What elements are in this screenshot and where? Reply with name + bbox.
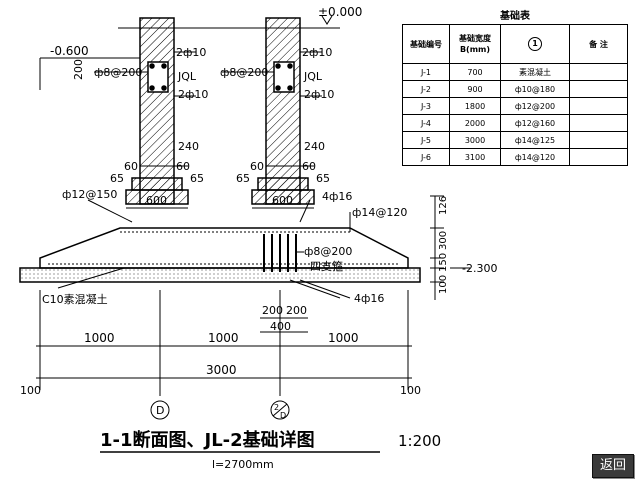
cell-remarks <box>569 80 628 98</box>
back-button[interactable]: 返回 <box>592 454 634 478</box>
drawing-title: 1-1断面图、JL-2基础详图 <box>100 429 315 451</box>
cell-rebar: ф14@125 <box>500 131 570 149</box>
dim-200a-label: 200 <box>262 304 283 317</box>
table-row: J-4 2000 ф12@160 <box>402 114 628 132</box>
table-header-row: 基础编号 基础宽度 B(mm) 1 备 注 <box>402 24 628 64</box>
dim-3000-label: 3000 <box>206 363 237 377</box>
step-60d-label: 60 <box>302 160 316 173</box>
stirrup-right-label: ф8@200 <box>220 66 268 79</box>
header-width: 基础宽度 B(mm) <box>449 24 501 64</box>
level-minus-label: -0.600 <box>50 44 89 58</box>
level-zero-label: ±0.000 <box>318 5 362 19</box>
rebar-top-left-label: 2ф10 <box>176 46 206 59</box>
foundation-body <box>19 227 421 283</box>
step-65b-label: 65 <box>190 172 204 185</box>
beam-label-right: JQL <box>303 70 323 83</box>
cell-remarks <box>569 148 628 166</box>
cell-rebar: ф12@200 <box>500 97 570 115</box>
dim-1000a-label: 1000 <box>84 331 115 345</box>
cell-width: 900 <box>449 80 501 98</box>
cell-rebar: ф12@160 <box>500 114 570 132</box>
cell-remarks <box>569 63 628 81</box>
cell-code: J-4 <box>402 114 450 132</box>
step-60b-label: 60 <box>176 160 190 173</box>
four-legs-label: 四支箍 <box>310 259 343 273</box>
foundation-schedule: 基础编号 基础宽度 B(mm) 1 备 注 J-1 700 素混凝土 J-2 9… <box>402 24 628 166</box>
cell-rebar: 素混凝土 <box>500 63 570 81</box>
leader-lines <box>57 51 351 299</box>
header-code: 基础编号 <box>402 24 450 64</box>
step-60c-label: 60 <box>250 160 264 173</box>
axis-d-label: D <box>156 404 164 417</box>
right-dim-126-label: 126 <box>438 196 449 215</box>
stirrup-left-label: ф8@200 <box>94 66 142 79</box>
foundation-table: 基础表 基础编号 基础宽度 B(mm) 1 备 注 J-1 700 素混凝土 J… <box>402 10 628 166</box>
cell-remarks <box>569 131 628 149</box>
dim-200-label: 200 <box>72 59 85 80</box>
beam-label-left: JQL <box>177 70 197 83</box>
concrete-pad-label: C10素混凝土 <box>42 292 108 306</box>
cell-width: 3100 <box>449 148 501 166</box>
axis-d-circle <box>150 400 170 420</box>
step-60a-label: 60 <box>124 160 138 173</box>
step-65c-label: 65 <box>236 172 250 185</box>
left-wall <box>125 17 189 205</box>
table-row: J-6 3100 ф14@120 <box>402 148 628 166</box>
table-title: 基础表 <box>500 11 530 22</box>
cell-code: J-1 <box>402 63 450 81</box>
right-dim-100-label: 100 <box>438 275 449 294</box>
rebar-top-right-label: 2ф10 <box>302 46 332 59</box>
right-dim-300-label: 300 <box>438 231 449 250</box>
step-65d-label: 65 <box>316 172 330 185</box>
wall-240-right-label: 240 <box>304 140 325 153</box>
right-wall <box>251 17 315 205</box>
cell-width: 2000 <box>449 114 501 132</box>
footing-600-right-label: 600 <box>272 194 293 207</box>
cell-rebar: ф10@180 <box>500 80 570 98</box>
cell-width: 1800 <box>449 97 501 115</box>
dim-1000b-label: 1000 <box>208 331 239 345</box>
dimension-lines <box>36 165 470 396</box>
cell-code: J-3 <box>402 97 450 115</box>
header-remarks: 备 注 <box>569 24 628 64</box>
table-row: J-2 900 ф10@180 <box>402 80 628 98</box>
header-rebar: 1 <box>500 24 570 64</box>
wall-240-left-label: 240 <box>178 140 199 153</box>
axis-frac-bot-label: D <box>280 411 286 420</box>
cell-width: 700 <box>449 63 501 81</box>
step-65a-label: 65 <box>110 172 124 185</box>
dim-100-right-label: 100 <box>400 384 421 397</box>
table-row: J-1 700 素混凝土 <box>402 63 628 81</box>
cell-code: J-2 <box>402 80 450 98</box>
table-row: J-3 1800 ф12@200 <box>402 97 628 115</box>
rebar-4-16-top-label: 4ф16 <box>322 190 352 203</box>
rebar-12-150-label: ф12@150 <box>62 188 117 201</box>
dim-400-label: 400 <box>270 320 291 333</box>
dim-1000c-label: 1000 <box>328 331 359 345</box>
cell-code: J-6 <box>402 148 450 166</box>
rebar-4-16-bot-label: 4ф16 <box>354 292 384 305</box>
axis-frac-top-label: 2 <box>274 403 279 412</box>
rebar-bot-left-label: 2ф10 <box>178 88 208 101</box>
rebar-14-120-label: ф14@120 <box>352 206 407 219</box>
cell-remarks <box>569 114 628 132</box>
circled-one: 1 <box>528 37 542 51</box>
drawing-scale: 1:200 <box>398 432 441 450</box>
length-note: l=2700mm <box>212 458 274 471</box>
level-2300-label: -2.300 <box>462 262 497 275</box>
cell-code: J-5 <box>402 131 450 149</box>
footing-600-left-label: 600 <box>146 194 167 207</box>
table-row: J-5 3000 ф14@125 <box>402 131 628 149</box>
cell-rebar: ф14@120 <box>500 148 570 166</box>
cell-remarks <box>569 97 628 115</box>
rebar-bot-right-label: 2ф10 <box>304 88 334 101</box>
right-dim-150-label: 150 <box>438 253 449 272</box>
rebar-8-200-label: ф8@200 <box>304 245 352 258</box>
dim-200b-label: 200 <box>286 304 307 317</box>
dim-100-left-label: 100 <box>20 384 41 397</box>
axis-markers <box>150 400 290 420</box>
cell-width: 3000 <box>449 131 501 149</box>
